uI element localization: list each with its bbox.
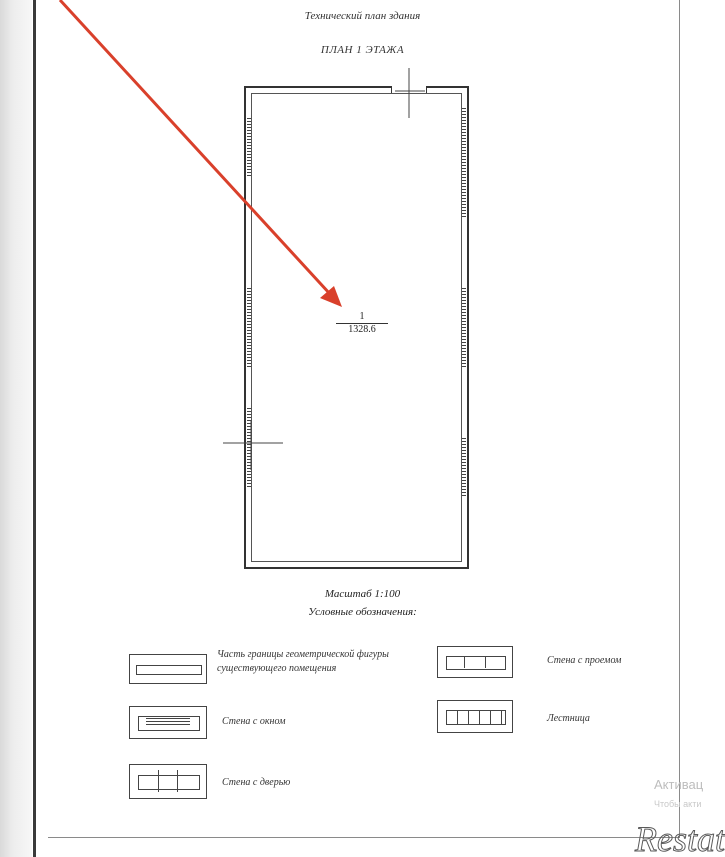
plan-title: ПЛАН 1 ЭТАЖА: [320, 44, 405, 56]
legend-label-stairs: Лестница: [547, 713, 590, 724]
annotation-arrow-line: [58, 0, 332, 296]
scale-label: Масштаб 1:100: [324, 588, 401, 600]
scan-left-edge: [0, 0, 32, 857]
restate-logo-svg: Restate: [634, 819, 725, 856]
restate-logo-text: Restate: [634, 819, 725, 855]
window-right-3: [462, 438, 466, 498]
scan-left-rule: [33, 0, 36, 857]
page-frame: [48, 0, 680, 838]
room-area: 1328.6: [348, 324, 376, 335]
legend-label-opening: Стена с проемом: [547, 655, 622, 666]
wall-window-symbol: [129, 706, 207, 739]
annotation-arrow-head: [320, 286, 342, 307]
wall-door-symbol: [129, 764, 207, 799]
document-header: Технический план здания: [304, 10, 421, 22]
room-number: 1: [336, 311, 388, 324]
window-left-1: [247, 118, 251, 178]
activation-watermark-title: Активац: [654, 777, 704, 792]
restate-logo: Restate: [629, 807, 725, 856]
wall-boundary-symbol: [129, 654, 207, 684]
legend-label-window: Стена с окном: [222, 716, 286, 727]
window-right-2: [462, 288, 466, 368]
legend-label-boundary: Часть границы геометрической фигуры суще…: [217, 649, 389, 674]
stairs-symbol: [437, 700, 513, 733]
room-label: 1 1328.6: [336, 311, 388, 335]
legend-title: Условные обозначения:: [308, 606, 417, 618]
window-left-2: [247, 288, 251, 368]
floor-plan-outline: [244, 86, 469, 569]
floor-plan-inner-wall: [251, 93, 462, 562]
activation-watermark-subtitle: Чтобы акти: [654, 799, 702, 809]
window-left-3: [247, 408, 251, 488]
window-right-1: [462, 108, 466, 218]
legend-label-door: Стена с дверью: [222, 777, 291, 788]
wall-opening-symbol: [437, 646, 513, 678]
